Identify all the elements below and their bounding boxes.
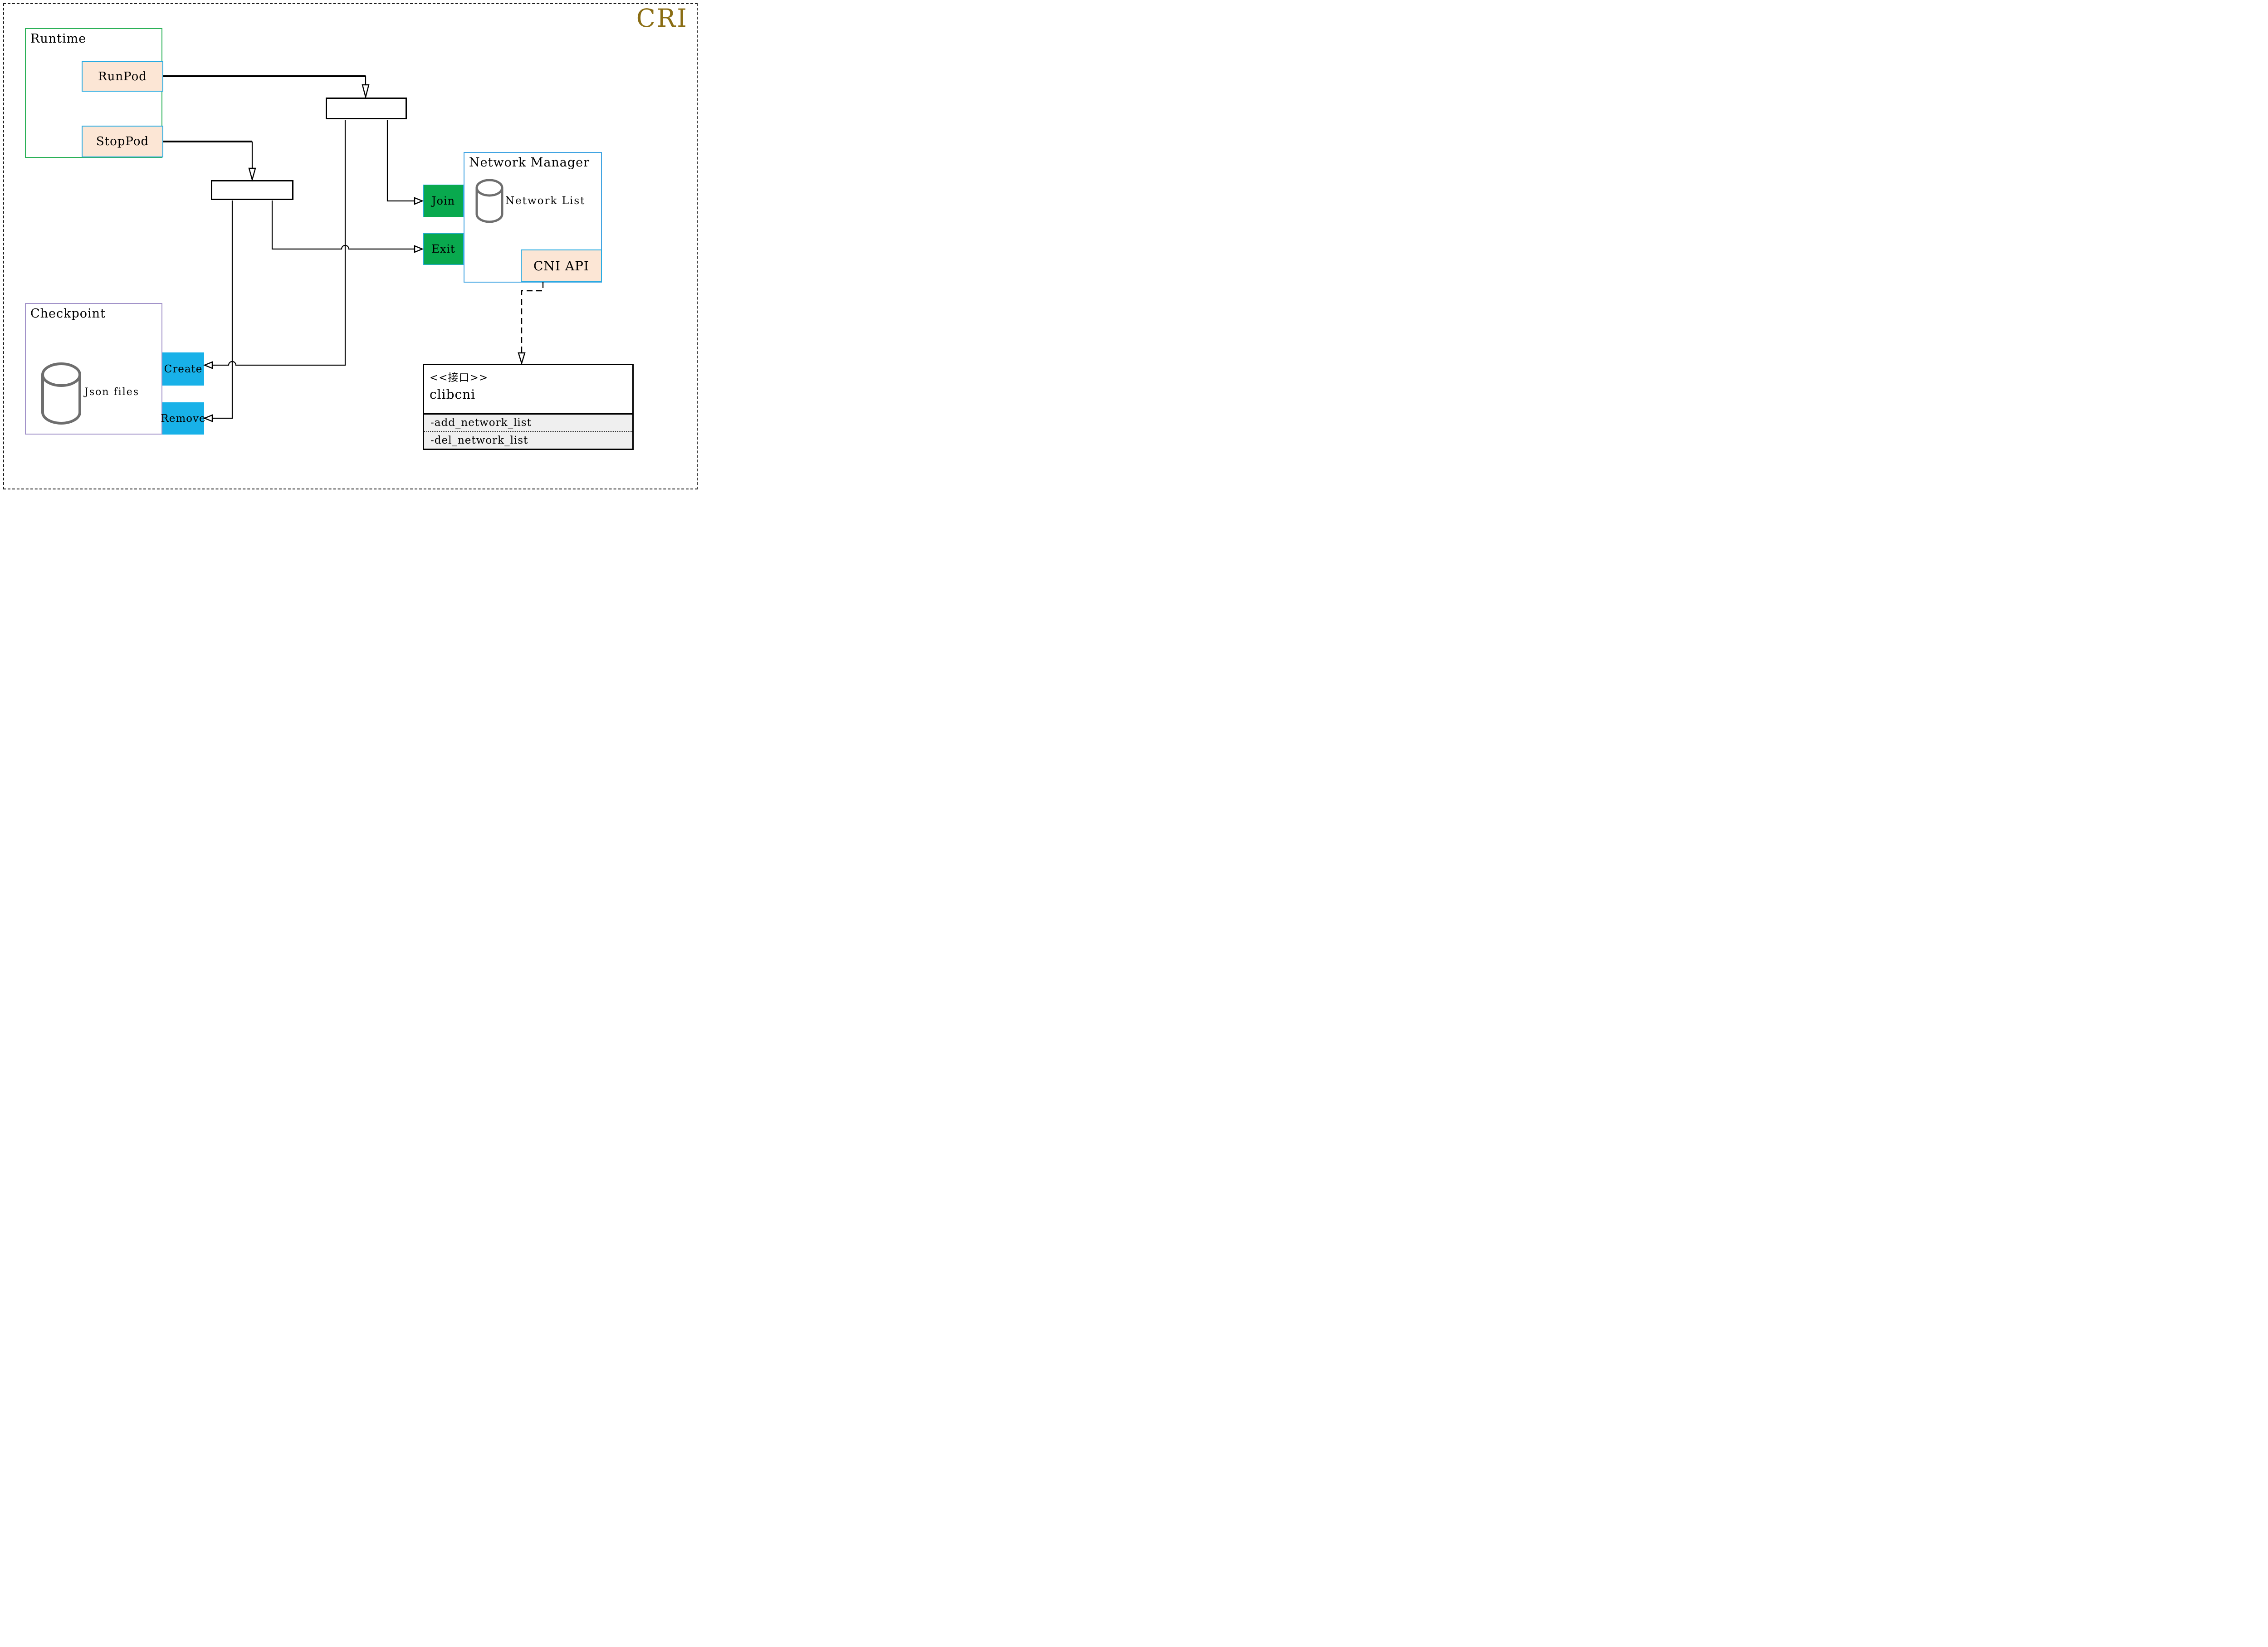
network-list-database-icon [475,179,503,223]
create-button[interactable]: Create [162,352,204,386]
method-add-network-list: -add_network_list [430,417,532,429]
clibcni-methods-section: -add_network_list -del_network_list [424,413,632,449]
diagram-canvas: CRI Runtime RunPod StopPod Network Manag… [0,0,701,493]
runtime-label: Runtime [30,32,87,46]
flow-bar-runpod [326,98,407,119]
exit-label: Exit [431,243,455,255]
json-files-database-icon [41,362,81,425]
interface-name: clibcni [430,387,476,402]
remove-button[interactable]: Remove [161,402,206,435]
create-label: Create [164,363,203,375]
network-list-label: Network List [505,195,586,207]
stoppod-button[interactable]: StopPod [82,126,163,157]
join-button[interactable]: Join [423,185,464,217]
stoppod-label: StopPod [96,135,149,148]
remove-label: Remove [161,412,206,425]
outer-dashed-border [3,3,698,489]
method-del-network-list: -del_network_list [424,431,632,449]
diagram-title: CRI [636,4,688,33]
exit-button[interactable]: Exit [423,233,464,265]
network-manager-label: Network Manager [469,156,590,170]
checkpoint-label: Checkpoint [30,307,106,321]
clibcni-header: <<接口>> clibcni [424,365,632,413]
flow-bar-stoppod [211,180,293,200]
cni-api-button[interactable]: CNI API [521,249,602,282]
cni-api-label: CNI API [533,258,589,274]
clibcni-interface-box: <<接口>> clibcni -add_network_list -del_ne… [423,364,634,450]
runpod-button[interactable]: RunPod [82,61,163,92]
json-files-label: Json files [84,386,140,398]
interface-stereotype: <<接口>> [430,372,489,384]
runpod-label: RunPod [98,69,147,83]
join-label: Join [431,195,455,207]
